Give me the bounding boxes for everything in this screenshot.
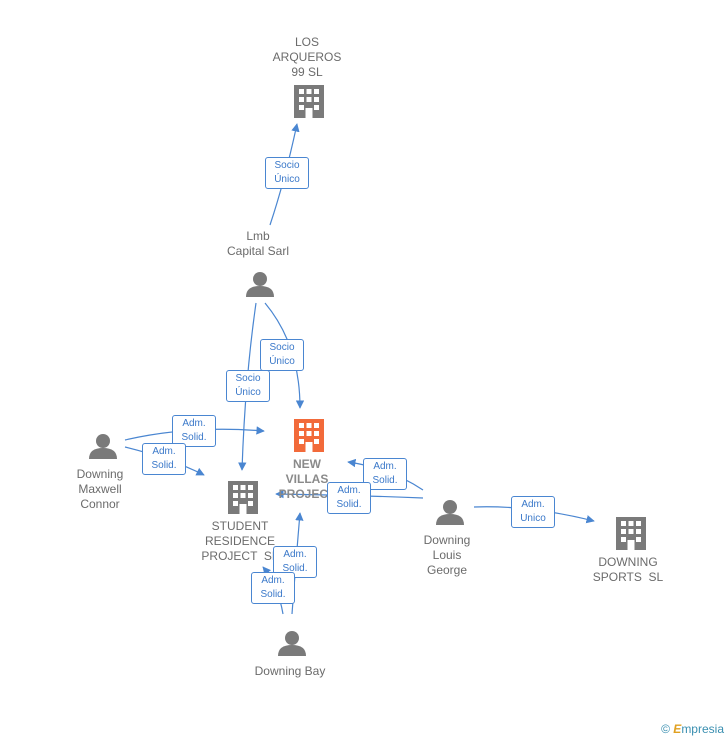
node-label-lmb-capital[interactable]: Lmb Capital Sarl bbox=[198, 229, 318, 259]
node-label-line: Louis bbox=[432, 548, 462, 562]
brand-initial: E bbox=[673, 722, 682, 736]
node-label-line: George bbox=[426, 563, 468, 577]
edge-label-socio-unico: Socio Único bbox=[226, 370, 270, 402]
copyright-icon: © bbox=[661, 722, 670, 736]
building-icon-student-residence bbox=[228, 481, 258, 514]
node-label-line: Connor bbox=[80, 497, 120, 511]
edge-label-line: Socio bbox=[235, 373, 261, 384]
node-label-line: DOWNING bbox=[598, 555, 658, 569]
edge-label-socio-unico: Socio Único bbox=[265, 157, 309, 189]
building-icon-los-arqueros bbox=[294, 85, 324, 118]
node-label-los-arqueros[interactable]: LOS ARQUEROS 99 SL bbox=[247, 35, 367, 80]
node-label-line: Maxwell bbox=[78, 482, 122, 496]
edge-label-line: Adm. bbox=[152, 446, 176, 457]
edge-label-line: Adm. bbox=[261, 575, 285, 586]
edge-label-line: Adm. bbox=[521, 499, 545, 510]
node-label-new-villas[interactable]: NEW VILLAS PROJECT bbox=[247, 457, 367, 502]
person-icon-downing-louis bbox=[436, 500, 464, 525]
node-label-downing-sports[interactable]: DOWNING SPORTS SL bbox=[568, 555, 688, 585]
edge-label-line: Socio bbox=[274, 160, 300, 171]
node-label-line: NEW bbox=[293, 457, 321, 471]
edge-label-line: Adm. bbox=[337, 485, 361, 496]
node-label-downing-bay[interactable]: Downing Bay bbox=[230, 664, 350, 679]
node-label-student-residence[interactable]: STUDENT RESIDENCE PROJECT SL bbox=[180, 519, 300, 564]
edge-label-line: Unico bbox=[520, 513, 546, 524]
edge-label-line: Solid. bbox=[282, 563, 308, 574]
building-icon-downing-sports bbox=[616, 517, 646, 550]
node-label-line: PROJECT bbox=[278, 487, 336, 501]
edge-label-line: Socio bbox=[269, 342, 295, 353]
edge-label-adm-solid: Adm. Solid. bbox=[251, 572, 295, 604]
node-label-line: RESIDENCE bbox=[204, 534, 275, 548]
node-label-downing-maxwell[interactable]: Downing Maxwell Connor bbox=[40, 467, 160, 512]
edge-label-adm-solid: Adm. Solid. bbox=[172, 415, 216, 447]
node-label-line: Capital Sarl bbox=[226, 244, 290, 258]
node-label-line: LOS bbox=[294, 35, 319, 49]
node-label-line: SPORTS SL bbox=[592, 570, 664, 584]
edge-label-line: Solid. bbox=[336, 499, 362, 510]
edge-label-line: Único bbox=[274, 174, 300, 185]
person-icon-lmb-capital bbox=[246, 272, 274, 297]
edge-label-line: Adm. bbox=[373, 461, 397, 472]
edge-label-line: Único bbox=[235, 387, 261, 398]
node-label-line: Downing bbox=[76, 467, 124, 481]
edge-label-line: Adm. bbox=[182, 418, 206, 429]
person-icon-downing-maxwell bbox=[89, 434, 117, 459]
brand-logo: © Empresia bbox=[661, 722, 724, 736]
node-label-line: ARQUEROS bbox=[272, 50, 342, 64]
brand-name: mpresia bbox=[681, 722, 724, 736]
edge-label-adm-solid: Adm. Solid. bbox=[327, 482, 371, 514]
edge-label-line: Solid. bbox=[372, 475, 398, 486]
node-label-line: Downing Bay bbox=[254, 664, 326, 678]
edge-label-adm-unico: Adm. Unico bbox=[511, 496, 555, 528]
node-label-line: 99 SL bbox=[291, 65, 323, 79]
edge-label-line: Solid. bbox=[181, 432, 207, 443]
node-label-line: VILLAS bbox=[285, 472, 329, 486]
node-label-line: STUDENT bbox=[211, 519, 269, 533]
node-label-line: Lmb bbox=[246, 229, 270, 243]
node-label-downing-louis[interactable]: Downing Louis George bbox=[387, 533, 507, 578]
person-icon-downing-bay bbox=[278, 631, 306, 656]
edge-label-adm-solid: Adm. Solid. bbox=[142, 443, 186, 475]
edge-label-line: Solid. bbox=[260, 589, 286, 600]
edge-label-socio-unico: Socio Único bbox=[260, 339, 304, 371]
building-icon-new-villas bbox=[294, 419, 324, 452]
node-label-line: Downing bbox=[423, 533, 471, 547]
edge-label-line: Adm. bbox=[283, 549, 307, 560]
edge-label-line: Solid. bbox=[151, 460, 177, 471]
edge-label-line: Único bbox=[269, 356, 295, 367]
